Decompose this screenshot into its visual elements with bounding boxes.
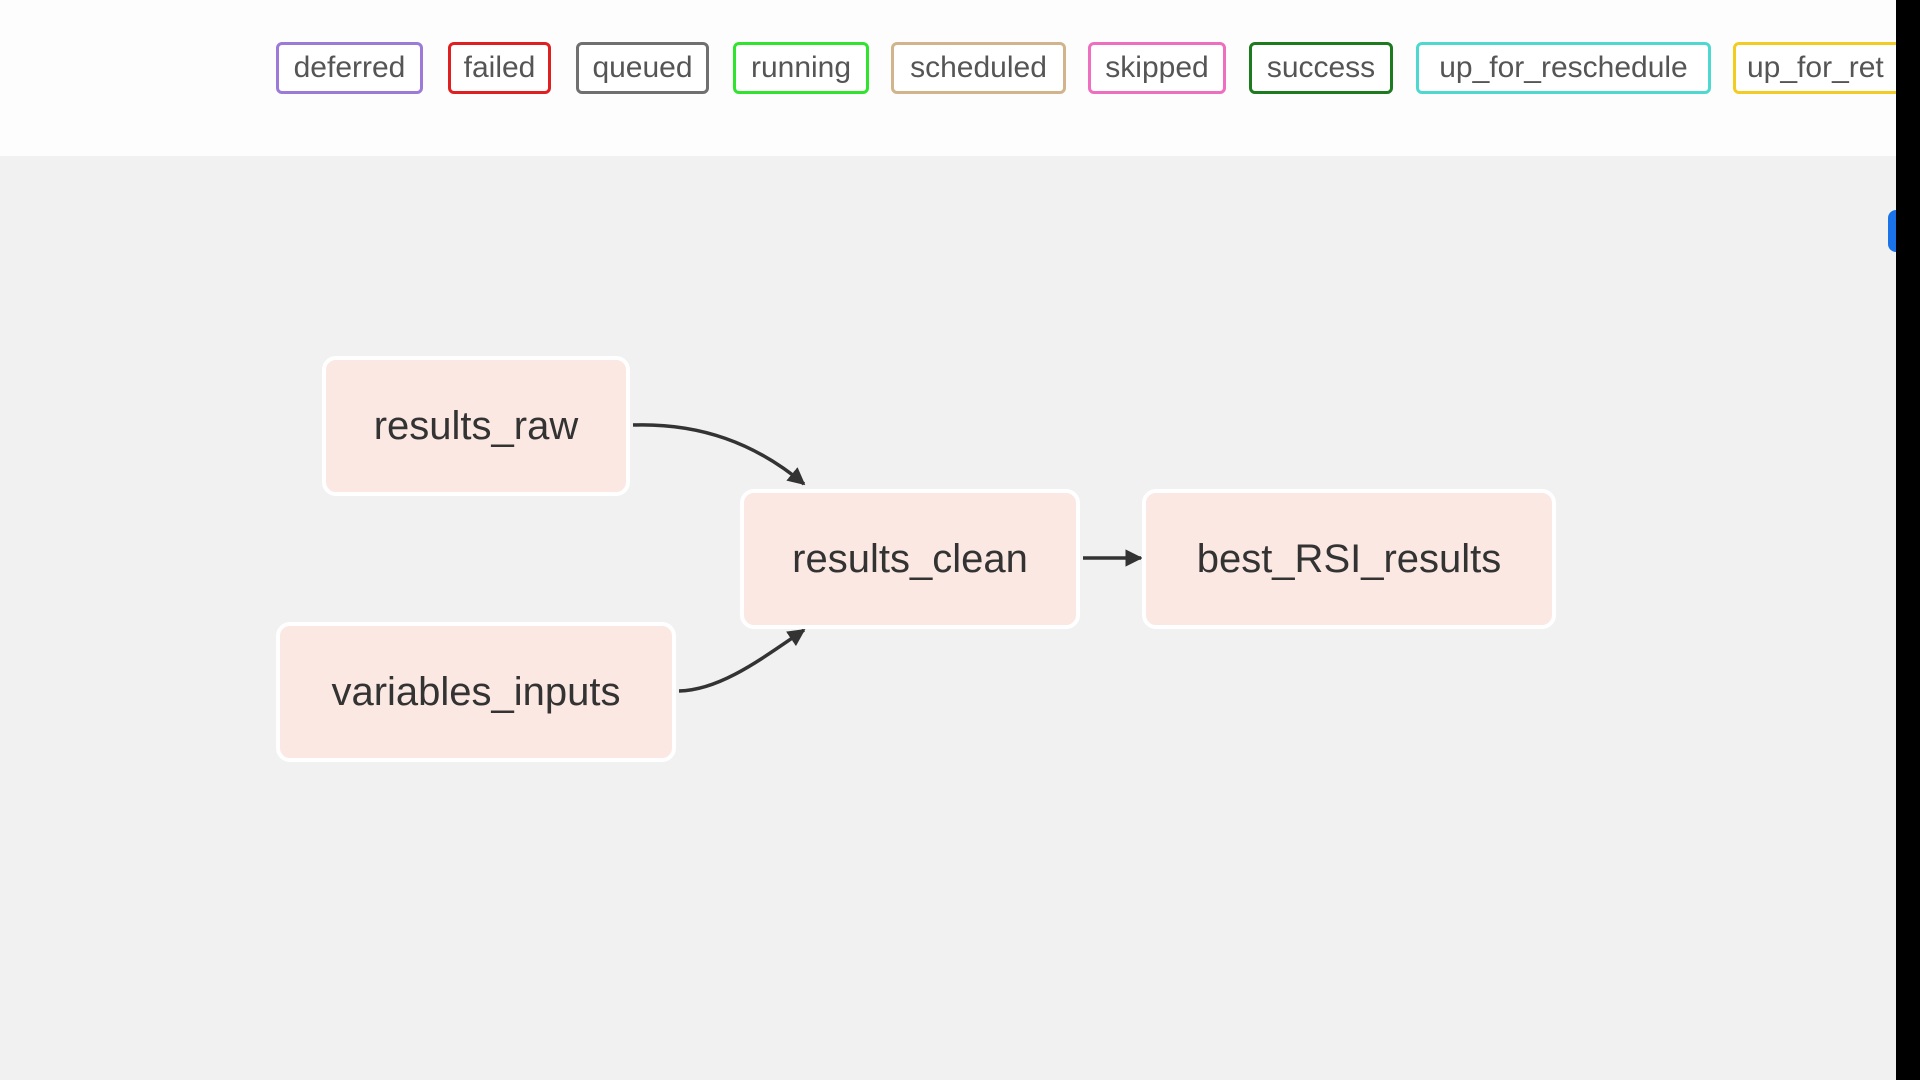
task-node-results-clean[interactable]: results_clean	[740, 489, 1080, 629]
legend-success[interactable]: success	[1249, 42, 1393, 94]
window-edge	[1896, 0, 1920, 1080]
task-node-best-rsi-results[interactable]: best_RSI_results	[1142, 489, 1556, 629]
legend-deferred[interactable]: deferred	[276, 42, 423, 94]
legend-failed[interactable]: failed	[448, 42, 551, 94]
scrollbar-thumb[interactable]	[1888, 210, 1896, 252]
task-node-results-raw[interactable]: results_raw	[322, 356, 630, 496]
task-node-variables-inputs[interactable]: variables_inputs	[276, 622, 676, 762]
legend-scheduled[interactable]: scheduled	[891, 42, 1066, 94]
legend-queued[interactable]: queued	[576, 42, 709, 94]
state-legend: deferred failed queued running scheduled…	[0, 0, 1896, 156]
legend-skipped[interactable]: skipped	[1088, 42, 1226, 94]
legend-up-for-retry[interactable]: up_for_ret	[1733, 42, 1896, 94]
legend-up-for-reschedule[interactable]: up_for_reschedule	[1416, 42, 1711, 94]
legend-running[interactable]: running	[733, 42, 869, 94]
